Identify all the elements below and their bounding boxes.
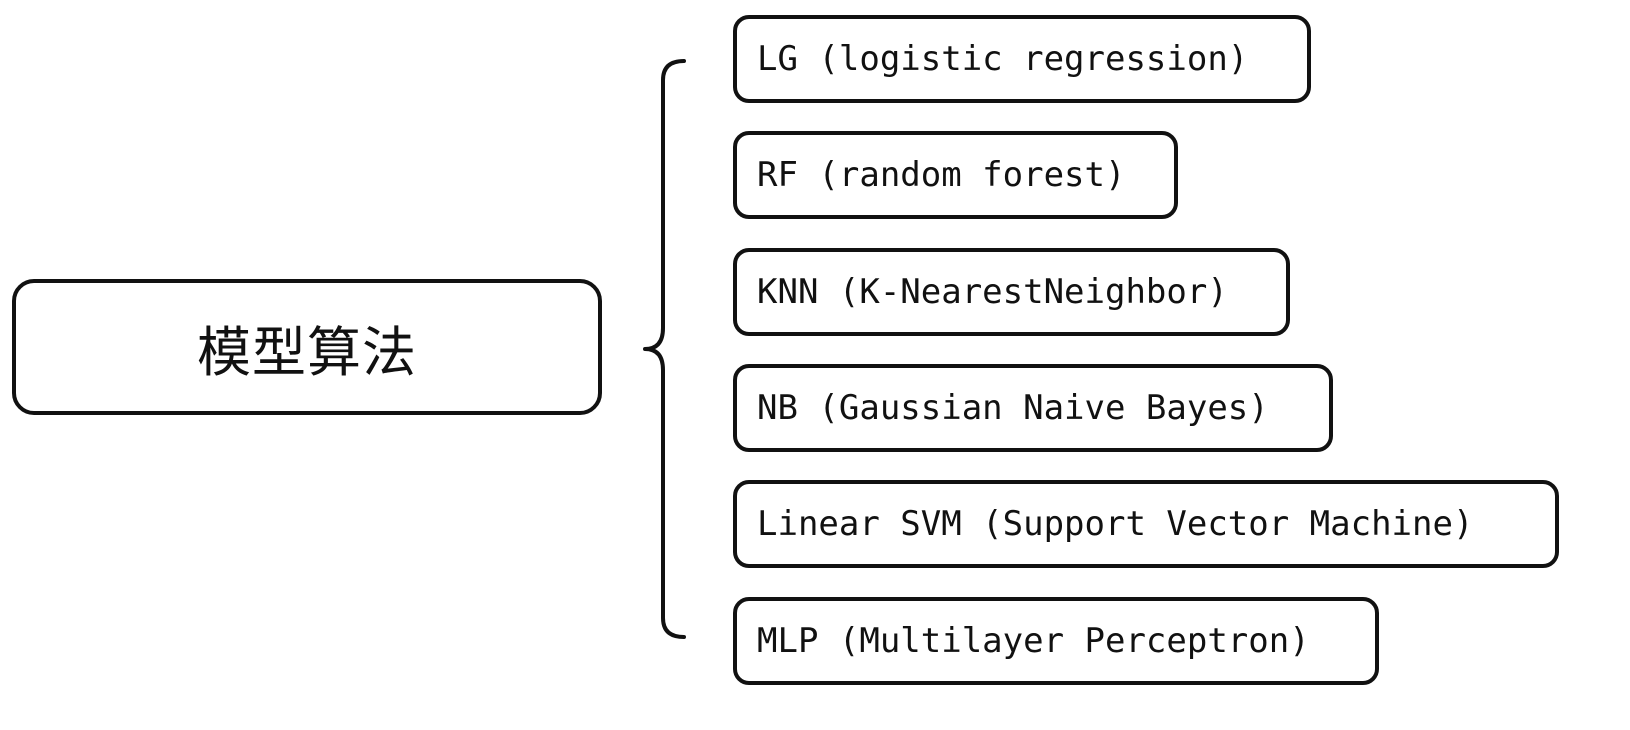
algorithm-node-rf: RF (random forest)	[733, 131, 1178, 219]
algorithm-node-label: KNN (K-NearestNeighbor)	[757, 272, 1228, 312]
algorithm-node-lg: LG (logistic regression)	[733, 15, 1311, 103]
algorithm-node-label: Linear SVM (Support Vector Machine)	[757, 504, 1474, 544]
algorithm-node-label: MLP (Multilayer Perceptron)	[757, 621, 1310, 661]
algorithm-node-linear-svm: Linear SVM (Support Vector Machine)	[733, 480, 1559, 568]
algorithm-node-knn: KNN (K-NearestNeighbor)	[733, 248, 1290, 336]
root-node-label: 模型算法	[197, 320, 417, 384]
algorithm-node-label: LG (logistic regression)	[757, 39, 1249, 79]
algorithm-node-mlp: MLP (Multilayer Perceptron)	[733, 597, 1379, 685]
algorithm-node-nb: NB (Gaussian Naive Bayes)	[733, 364, 1333, 452]
algorithm-node-label: RF (random forest)	[757, 155, 1126, 195]
algorithm-node-label: NB (Gaussian Naive Bayes)	[757, 388, 1269, 428]
root-node: 模型算法	[12, 279, 602, 415]
